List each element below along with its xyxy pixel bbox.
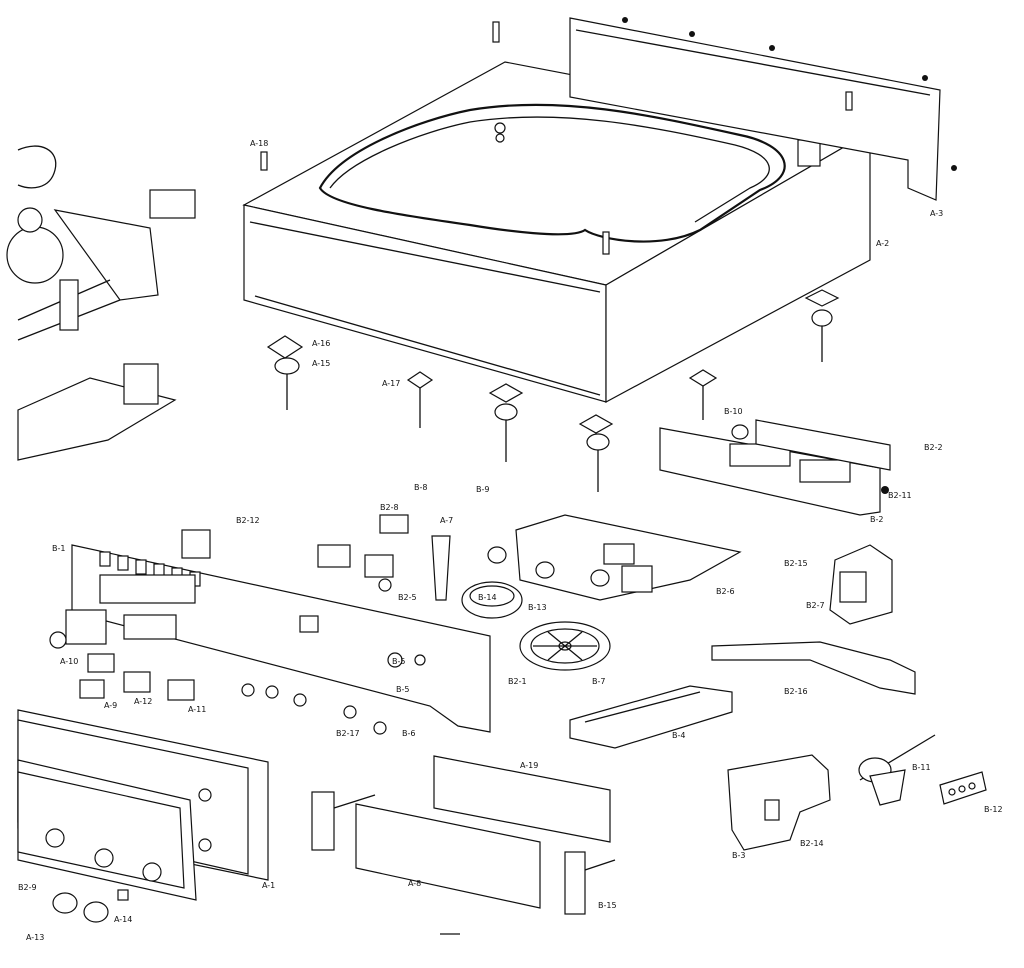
part-b2-7 <box>829 544 893 625</box>
knobs-a13-a14 <box>52 889 129 923</box>
label-a19: A-19 <box>520 761 538 770</box>
label-b2: B-2 <box>870 515 883 524</box>
flywheel-b7 <box>519 621 611 671</box>
main-chassis-b1 <box>65 544 491 735</box>
label-b10: B-10 <box>724 407 743 416</box>
chassis-small-parts <box>49 514 451 707</box>
label-b2-15: B2-15 <box>784 559 808 568</box>
label-b2-16: B2-16 <box>784 687 808 696</box>
cabinet-feet <box>266 289 840 492</box>
label-b5-upper: B-5 <box>392 657 405 666</box>
label-b2-14: B2-14 <box>800 839 824 848</box>
label-b2-17: B2-17 <box>336 729 360 738</box>
label-b13: B-13 <box>528 603 547 612</box>
label-b2-7: B2-7 <box>806 601 825 610</box>
label-a9: A-9 <box>104 701 117 710</box>
panel-a8 <box>355 803 541 909</box>
label-b12: B-12 <box>984 805 1003 814</box>
label-b9: B-9 <box>476 485 489 494</box>
label-a18: A-18 <box>250 139 268 148</box>
back-panel-a3 <box>569 17 941 201</box>
label-a2: A-2 <box>876 239 889 248</box>
motor-b13-b14 <box>461 581 523 619</box>
label-b5: B-5 <box>396 685 409 694</box>
label-a1: A-1 <box>262 881 275 890</box>
label-a11: A-11 <box>188 705 206 714</box>
label-b15: B-15 <box>598 901 617 910</box>
bracket-b2 <box>659 419 891 516</box>
label-b2-5: B2-5 <box>398 593 417 602</box>
label-b1: B-1 <box>52 544 65 553</box>
label-b2-6: B2-6 <box>716 587 735 596</box>
label-a16: A-16 <box>312 339 330 348</box>
label-a15: A-15 <box>312 359 330 368</box>
label-a7: A-7 <box>440 516 453 525</box>
end-blocks <box>311 791 616 915</box>
front-panel-a1 <box>17 709 269 901</box>
label-a10: A-10 <box>60 657 78 666</box>
tape-mechanism-left <box>6 145 196 461</box>
label-b14: B-14 <box>478 593 497 602</box>
label-b2-12: B2-12 <box>236 516 260 525</box>
bracket-b2-16 <box>711 641 916 695</box>
label-b7: B-7 <box>592 677 605 686</box>
part-labels: A-18 A-2 A-3 A-16 A-15 A-17 B-10 B2-2 B2… <box>18 139 1003 942</box>
label-a13: A-13 <box>26 933 44 942</box>
circuit-board <box>487 514 742 601</box>
top-screws <box>260 17 957 255</box>
label-b4: B-4 <box>672 731 685 740</box>
label-b2-8: B2-8 <box>380 503 399 512</box>
plate-b12 <box>939 771 987 805</box>
label-b3: B-3 <box>732 851 745 860</box>
label-a17: A-17 <box>382 379 400 388</box>
label-a8: A-8 <box>408 879 421 888</box>
label-b11: B-11 <box>912 763 931 772</box>
label-b8: B-8 <box>414 483 427 492</box>
label-b2-9: B2-9 <box>18 883 37 892</box>
panel-a19 <box>433 755 611 843</box>
shaft-b11 <box>858 734 936 806</box>
label-a12: A-12 <box>134 697 152 706</box>
label-b2-1: B2-1 <box>508 677 527 686</box>
label-a3: A-3 <box>930 209 943 218</box>
bracket-b3 <box>727 754 831 851</box>
label-a14: A-14 <box>114 915 132 924</box>
label-b2-11: B2-11 <box>888 491 912 500</box>
bracket-b4 <box>569 685 733 749</box>
label-b6: B-6 <box>402 729 415 738</box>
label-b2-2: B2-2 <box>924 443 943 452</box>
